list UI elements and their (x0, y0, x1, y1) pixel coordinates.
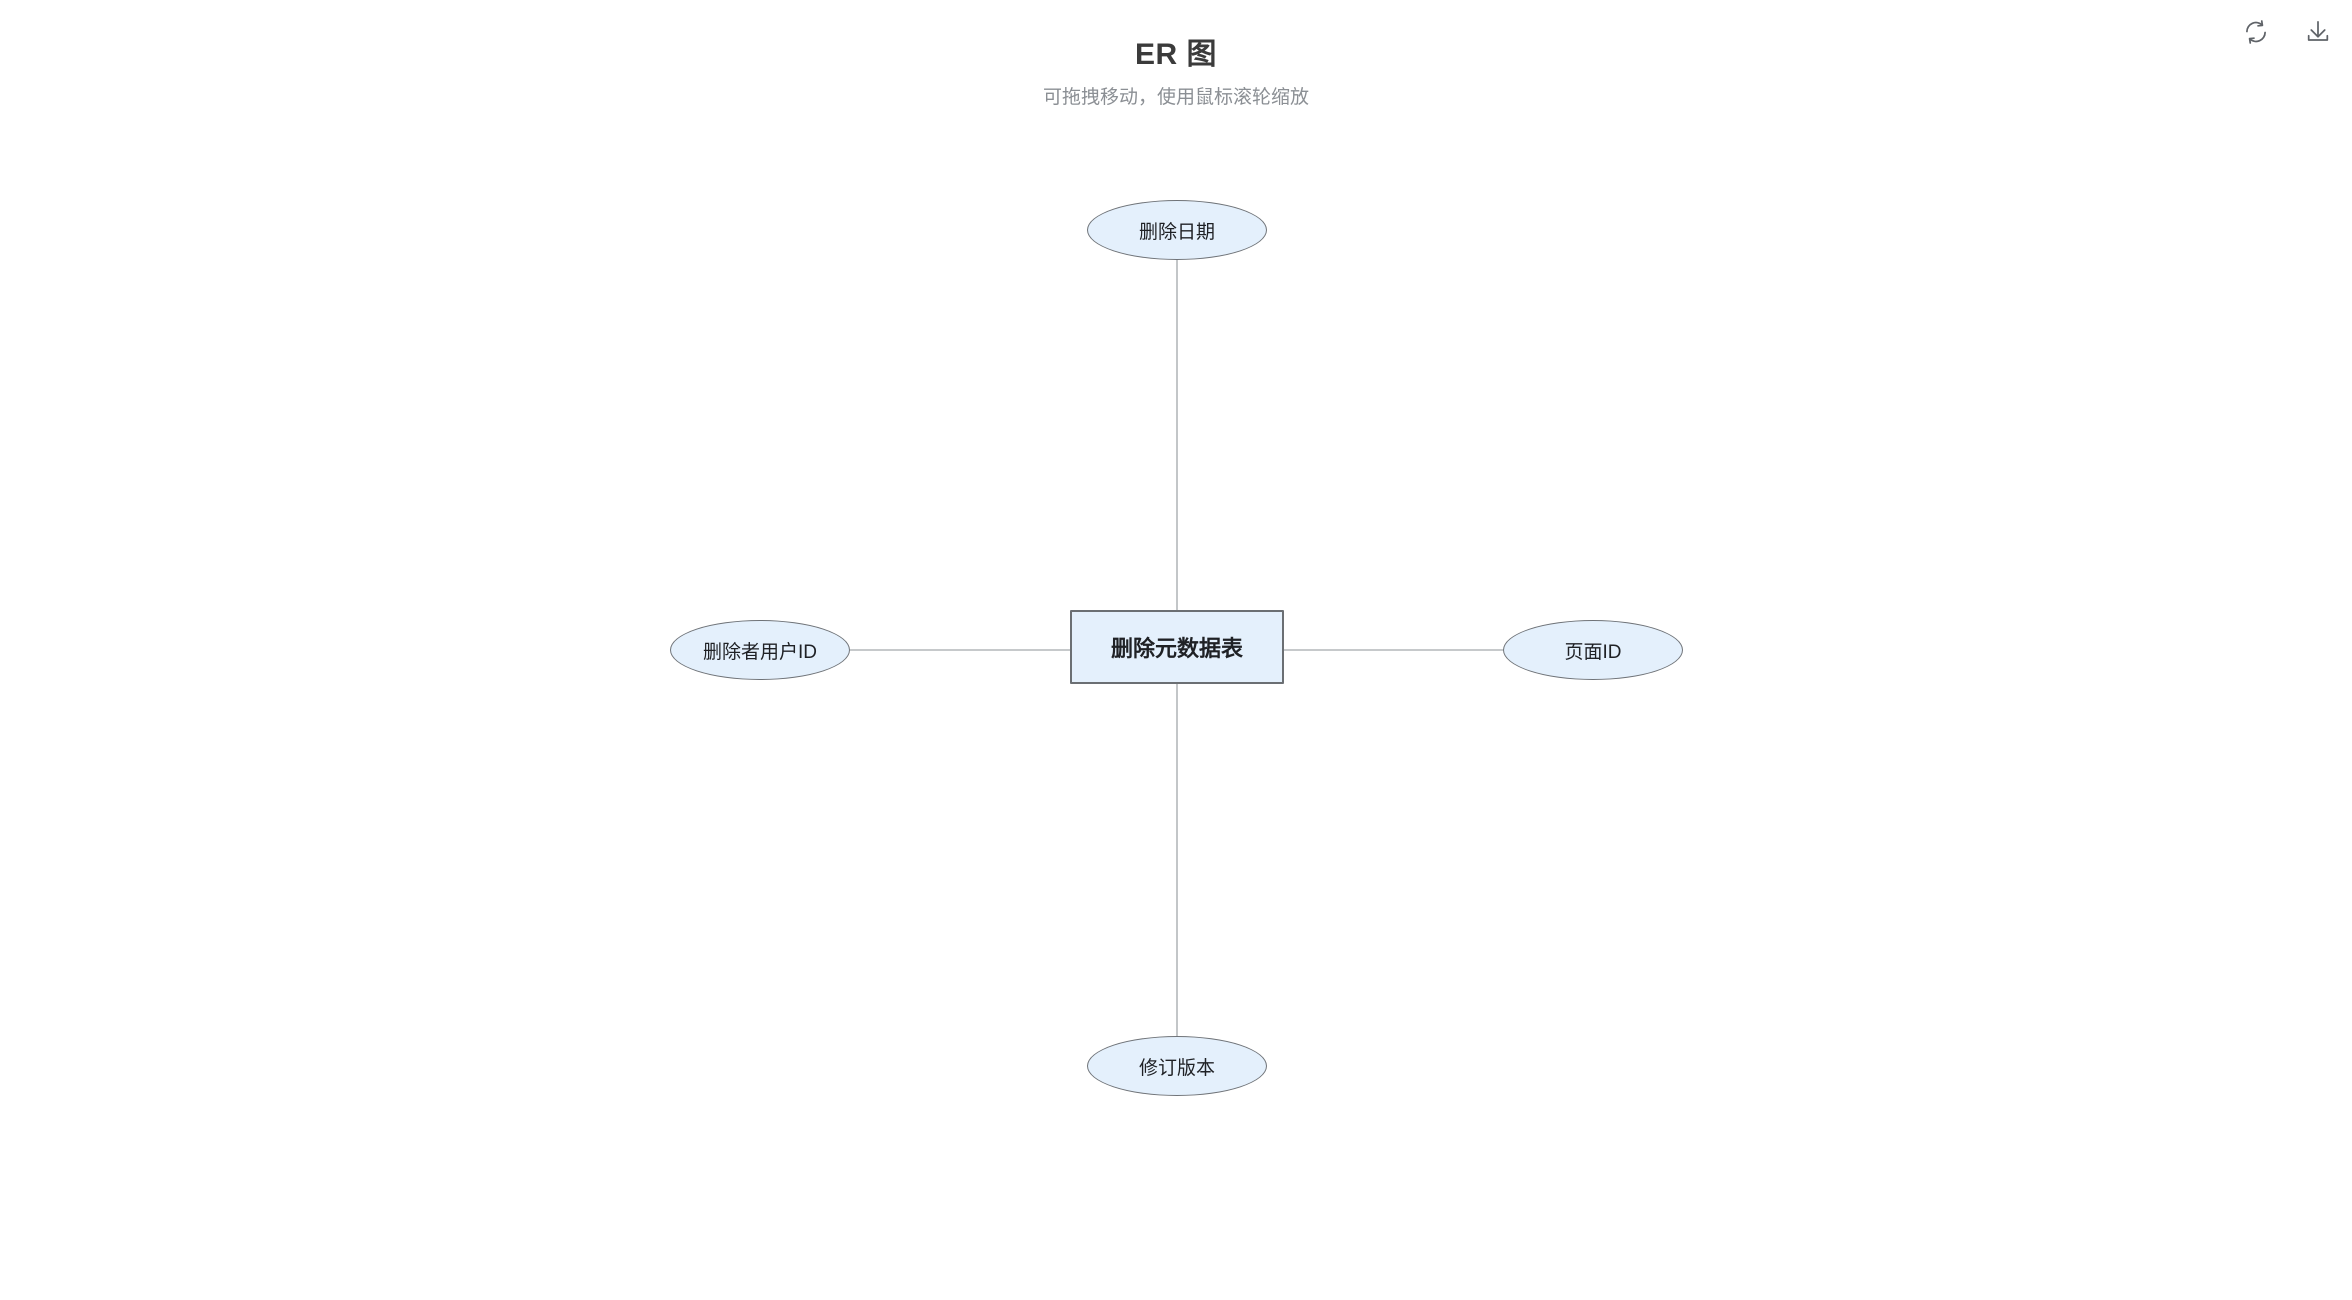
attribute-node-revision-version[interactable]: 修订版本 (1087, 1036, 1267, 1096)
attribute-node-deleter-user-id[interactable]: 删除者用户ID (670, 620, 850, 680)
attribute-label: 删除日期 (1138, 221, 1215, 243)
refresh-icon (2243, 19, 2269, 45)
attribute-label: 页面ID (1564, 641, 1622, 663)
attribute-node-delete-date[interactable]: 删除日期 (1087, 200, 1267, 260)
reset-view-button[interactable] (2236, 12, 2276, 52)
attribute-label: 删除者用户ID (702, 641, 817, 663)
entity-label: 删除元数据表 (1110, 636, 1243, 661)
entity-node-delete-metadata-table[interactable]: 删除元数据表 (1070, 610, 1284, 684)
attribute-label: 修订版本 (1138, 1057, 1215, 1079)
download-icon (2305, 19, 2331, 45)
diagram-toolbar (2236, 12, 2338, 52)
download-button[interactable] (2298, 12, 2338, 52)
attribute-node-page-id[interactable]: 页面ID (1503, 620, 1683, 680)
